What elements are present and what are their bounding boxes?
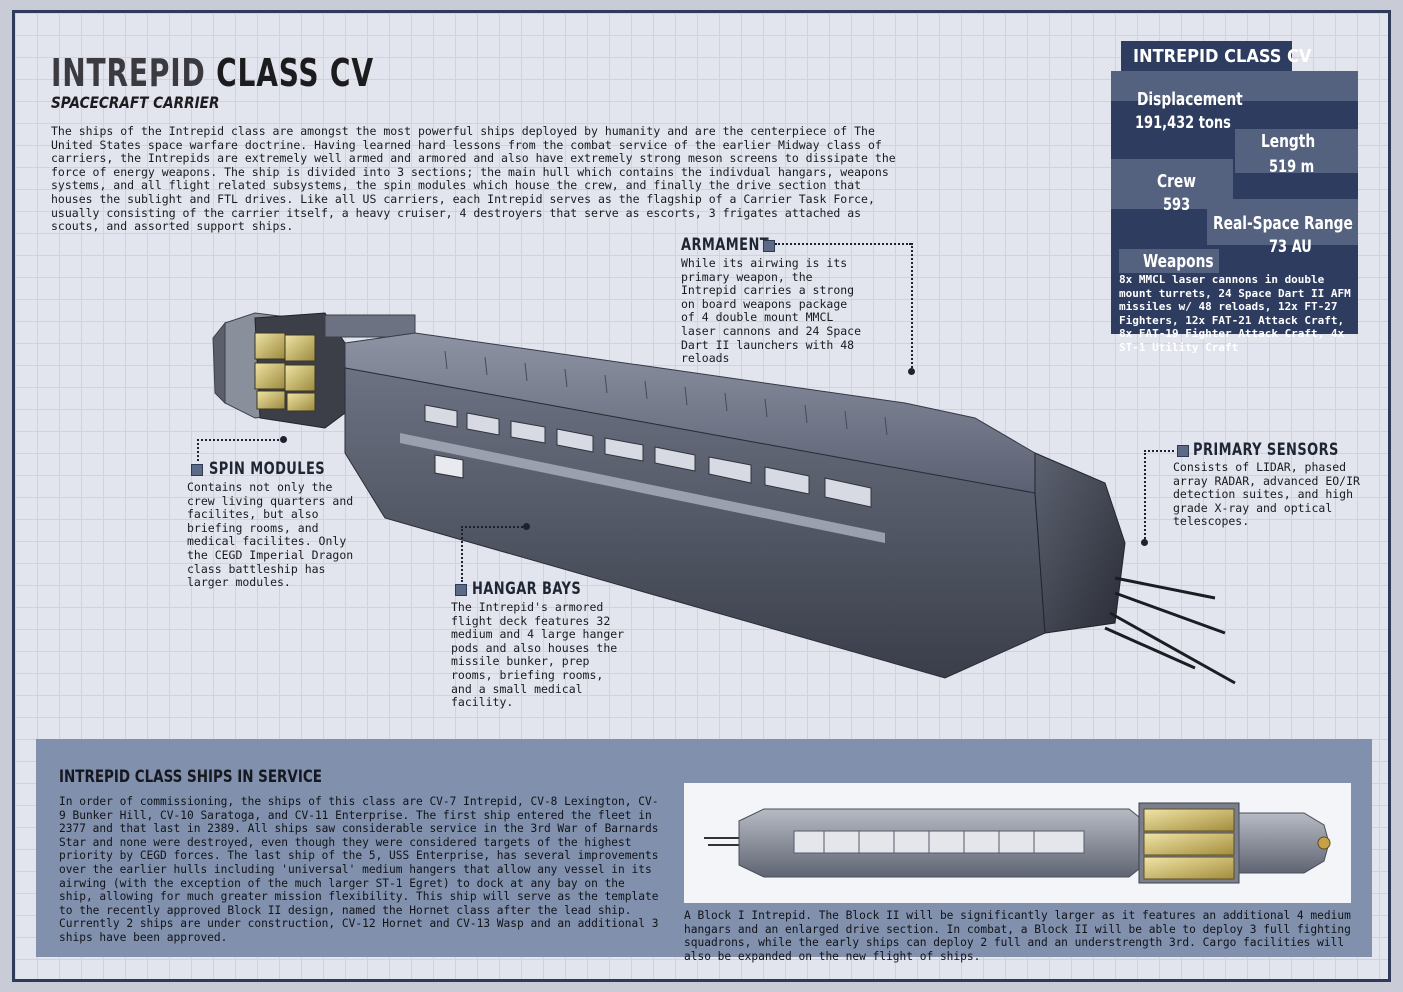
spin-title: SPIN MODULES [209,459,326,479]
title-word-intrepid: INTREPID [51,51,206,95]
intro-paragraph: The ships of the Intrepid class are amon… [51,124,896,234]
spin-marker [191,464,203,476]
sensors-leader-v [1144,450,1146,542]
spin-module-graphic [254,312,416,429]
spin-leader-h [197,439,283,441]
armament-text: While its airwing is its primary weapon,… [681,256,862,366]
ship-illustration [212,312,1236,685]
hangar-marker [455,584,467,596]
range-label: Real-Space Range [1213,213,1353,234]
sensors-dot [1141,539,1148,546]
stats-panel: Displacement 191,432 tons Length 519 m C… [1111,71,1358,354]
hangar-text: The Intrepid's armored flight deck featu… [451,600,625,710]
main-hull [344,332,1126,679]
weapons-value: 8x MMCL laser cannons in double mount tu… [1119,273,1351,354]
service-title: INTREPID CLASS SHIPS IN SERVICE [59,767,322,787]
crew-label: Crew [1157,171,1196,192]
sensors-marker [1177,445,1189,457]
hangar-dot [523,523,530,530]
hangar-leader-v [461,526,463,582]
stats-tab: INTREPID CLASS CV [1121,41,1311,73]
armament-leader-v [911,243,913,371]
sensors-leader-h [1144,450,1174,452]
armament-marker [763,240,775,252]
length-value: 519 m [1269,157,1315,177]
armament-dot [908,368,915,375]
sensor-masts [1104,576,1236,685]
hangar-leader-h [461,526,527,528]
spin-dot [280,436,287,443]
crew-value: 593 [1163,195,1191,215]
title-word-class: CLASS CV [216,51,374,95]
thumbnail-caption: A Block I Intrepid. The Block II will be… [684,909,1351,963]
spin-text: Contains not only the crew living quarte… [187,480,354,590]
block-one-ship-illustration [704,802,1331,884]
service-paragraph: In order of commissioning, the ships of … [59,795,659,944]
page-title: INTREPID CLASS CV [51,51,374,95]
displacement-value: 191,432 tons [1135,113,1231,133]
hangar-title: HANGAR BAYS [472,579,582,599]
armament-leader-h [775,243,911,245]
armament-title: ARMAMENT [681,235,770,255]
length-label: Length [1261,131,1316,152]
poster-frame: INTREPID CLASS CV SPACECRAFT CARRIER The… [12,10,1391,982]
block-one-thumbnail [684,783,1351,903]
range-value: 73 AU [1269,237,1312,257]
sensors-title: PRIMARY SENSORS [1193,440,1339,460]
page-subtitle: SPACECRAFT CARRIER [51,93,220,112]
spin-leader-v [197,439,199,461]
sensors-text: Consists of LIDAR, phased array RADAR, a… [1173,460,1360,529]
displacement-label: Displacement [1137,89,1243,110]
weapons-label: Weapons [1143,251,1214,272]
